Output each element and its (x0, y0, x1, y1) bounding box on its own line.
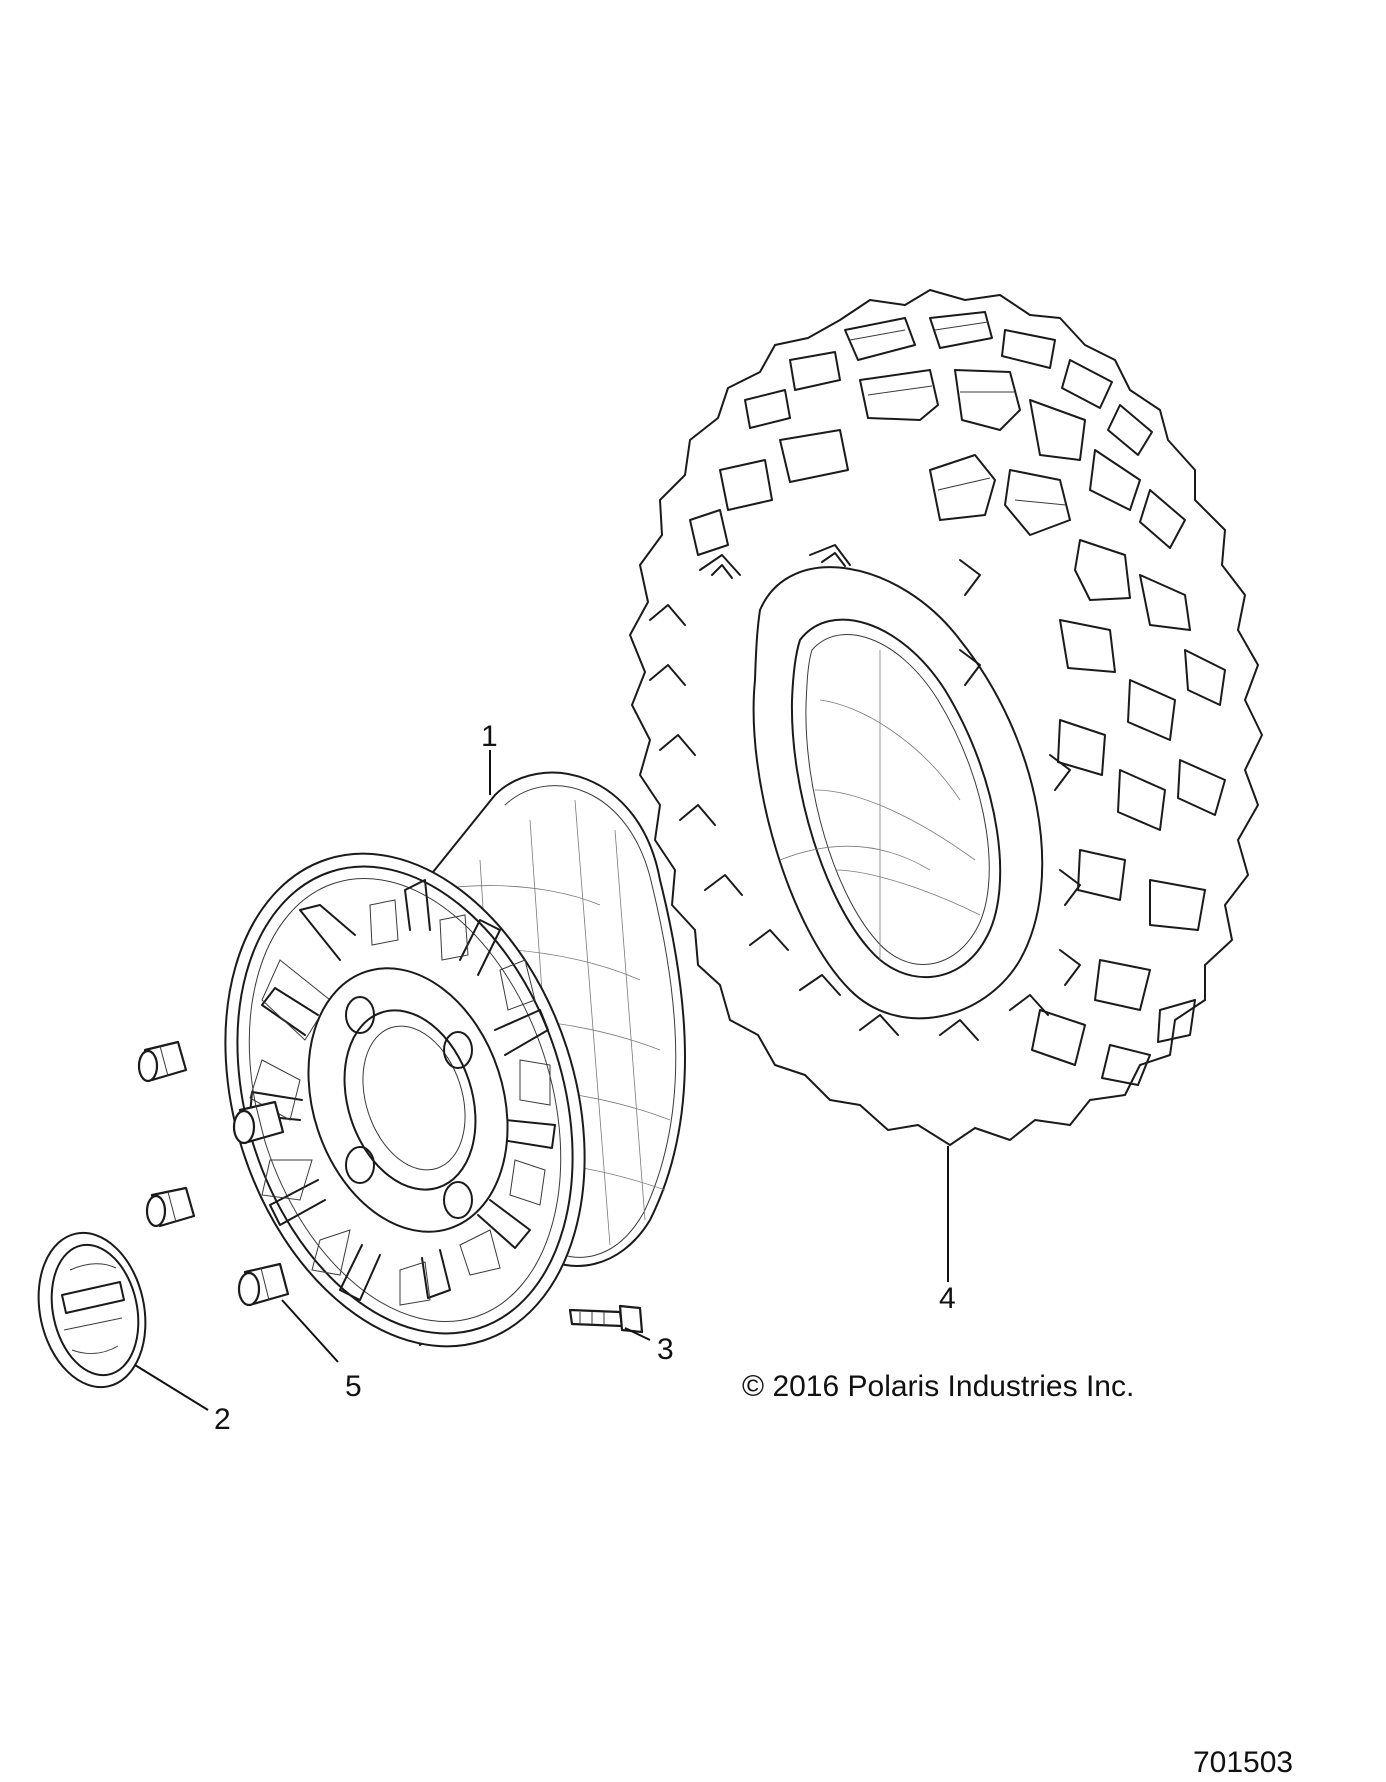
bolt-hole (443, 1181, 473, 1219)
callout-label-2: 2 (214, 1403, 231, 1436)
leader-line-5 (281, 1299, 339, 1363)
lug-nuts-illustration (137, 1040, 290, 1307)
tire-illustration (629, 289, 1263, 1146)
tire-sidewall (752, 566, 1044, 1020)
callout-label-5: 5 (345, 1370, 362, 1403)
hub-cap-illustration (37, 1231, 147, 1389)
tire-outer-tread (629, 289, 1263, 1146)
sidewall-chevrons (649, 544, 1081, 1041)
lug-nut (145, 1186, 196, 1228)
tread-blocks (689, 311, 1226, 1086)
tire-bead-opening (790, 618, 1002, 979)
bolt-hole (443, 1031, 473, 1069)
callout-label-4: 4 (939, 1282, 956, 1315)
wheel-hub (307, 967, 509, 1233)
callout-label-1: 1 (481, 720, 498, 753)
drawing-number: 701503 (1193, 1746, 1294, 1779)
wheel-illustration (224, 771, 686, 1348)
bolt-hole (345, 1146, 375, 1184)
wheel-spokes (249, 879, 556, 1306)
leader-line-3 (624, 1327, 651, 1341)
leader-lines (134, 750, 949, 1411)
bolt-hole (345, 996, 375, 1034)
lug-nut (237, 1262, 290, 1307)
lug-nut (137, 1040, 188, 1083)
valve-stem-illustration (568, 1304, 644, 1334)
leader-line-2 (134, 1364, 209, 1411)
callout-label-3: 3 (657, 1333, 674, 1366)
copyright-notice: © 2016 Polaris Industries Inc. (742, 1370, 1135, 1403)
lug-nut (232, 1100, 285, 1145)
